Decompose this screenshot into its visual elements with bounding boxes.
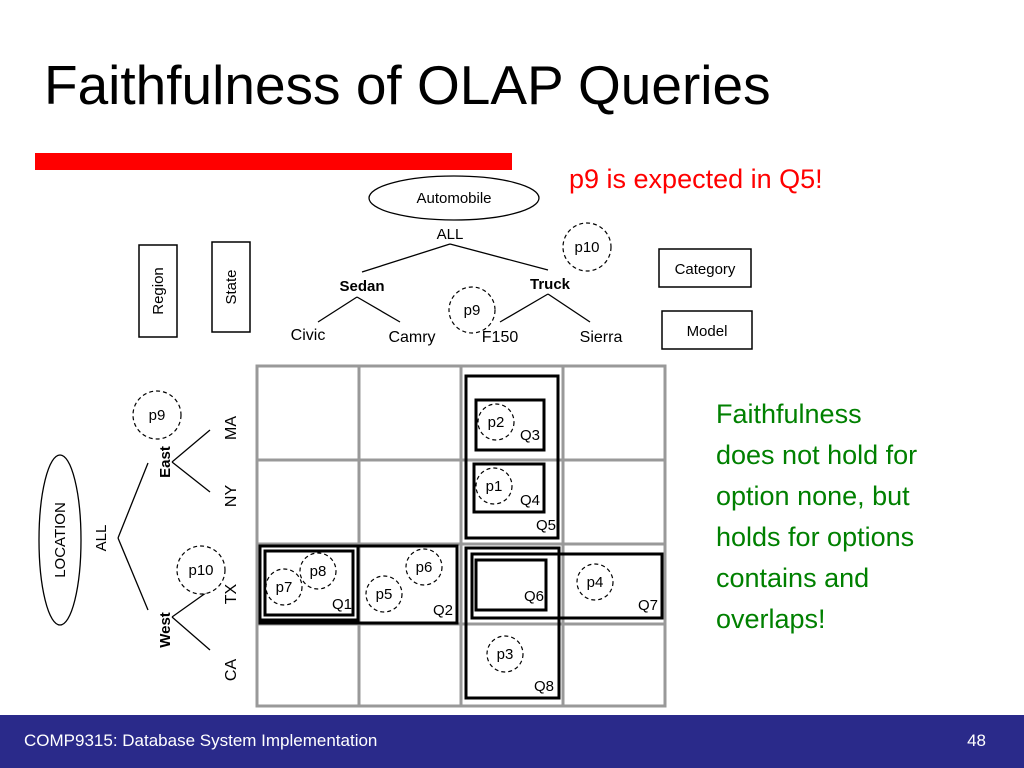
location-label: LOCATION [52, 502, 69, 578]
p4-circle [576, 563, 614, 601]
q1-label: Q1 [332, 596, 352, 613]
p2-label: p2 [488, 414, 505, 431]
tx-label: TX [223, 583, 240, 604]
q2-rect [258, 544, 459, 625]
f150-label: F150 [482, 329, 519, 346]
category-label: Category [675, 261, 736, 278]
slide-footer: COMP9315: Database System Implementation… [0, 715, 1024, 768]
ca-label: CA [223, 659, 240, 682]
p6-circle [405, 548, 443, 586]
region-label: Region [150, 267, 167, 315]
level-boxes [138, 241, 753, 350]
p6-label: p6 [416, 559, 433, 576]
q5-rect [464, 374, 560, 540]
location-ellipse [38, 454, 82, 626]
query-rectangles [258, 374, 664, 700]
faithfulness-line: holds for options [716, 522, 915, 552]
p7-label: p7 [276, 579, 293, 596]
p10-location-circle [176, 545, 226, 595]
west-label: West [157, 612, 174, 648]
p4-label: p4 [587, 574, 604, 591]
q7-label: Q7 [638, 597, 658, 614]
automobile-hierarchy [317, 175, 591, 323]
point-circles [132, 222, 614, 673]
model-label: Model [687, 323, 728, 340]
course-name: COMP9315: Database System Implementation [24, 731, 378, 750]
p9-automobile-label: p9 [464, 302, 481, 319]
q8-rect [464, 546, 561, 700]
q3-rect [474, 398, 546, 452]
q5-label: Q5 [536, 517, 556, 534]
p3-label: p3 [497, 646, 514, 663]
east-label: East [157, 446, 174, 478]
title-underline [35, 153, 512, 170]
p10-automobile-circle [562, 222, 612, 272]
faithfulness-line: option none, but [716, 481, 910, 511]
region-box [138, 244, 178, 338]
sierra-label: Sierra [580, 329, 623, 346]
faithfulness-line: does not hold for [716, 440, 918, 470]
p3-circle [486, 635, 524, 673]
automobile-label: Automobile [416, 190, 491, 207]
p8-circle [299, 552, 337, 590]
p2-circle [477, 403, 515, 441]
q4-rect [472, 462, 546, 514]
q7-rect [470, 552, 664, 620]
q6-rect [474, 558, 548, 612]
faithfulness-line: contains and [716, 563, 870, 593]
p10-location-label: p10 [188, 562, 213, 579]
p1-circle [475, 467, 513, 505]
category-box [658, 248, 752, 288]
cube-grid [255, 364, 667, 708]
sedan-label: Sedan [339, 278, 384, 295]
civic-label: Civic [291, 327, 326, 344]
truck-label: Truck [530, 276, 571, 293]
faithfulness-callout: Faithfulness does not hold for option no… [716, 394, 1006, 640]
state-box [211, 241, 251, 333]
q3-label: Q3 [520, 427, 540, 444]
expected-callout: p9 is expected in Q5! [569, 164, 823, 194]
model-box [661, 310, 753, 350]
q4-label: Q4 [520, 492, 540, 509]
location-hierarchy [38, 429, 211, 651]
automobile-ellipse [368, 175, 540, 221]
location-all-label: ALL [93, 525, 110, 552]
state-label: State [223, 269, 240, 304]
p5-circle [365, 575, 403, 613]
q8-label: Q8 [534, 678, 554, 695]
automobile-all-label: ALL [437, 226, 464, 243]
p8-label: p8 [310, 563, 327, 580]
olap-diagram: Automobile ALL Sedan Truck Civic Camry F… [38, 175, 753, 708]
camry-label: Camry [388, 329, 435, 346]
faithfulness-line: overlaps! [716, 604, 826, 634]
p10-automobile-label: p10 [574, 239, 599, 256]
faithfulness-line: Faithfulness [716, 399, 862, 429]
q1-inner-rect [263, 549, 355, 617]
p9-location-label: p9 [149, 407, 166, 424]
p1-label: p1 [486, 478, 503, 495]
q6-label: Q6 [524, 588, 544, 605]
p9-automobile-circle [448, 286, 496, 334]
ma-label: MA [223, 416, 240, 440]
p7-circle [265, 568, 303, 606]
slide-title: Faithfulness of OLAP Queries [44, 54, 771, 116]
p9-location-circle [132, 390, 182, 440]
page-number: 48 [967, 731, 986, 750]
ny-label: NY [223, 485, 240, 508]
p5-label: p5 [376, 586, 393, 603]
q2-label: Q2 [433, 602, 453, 619]
